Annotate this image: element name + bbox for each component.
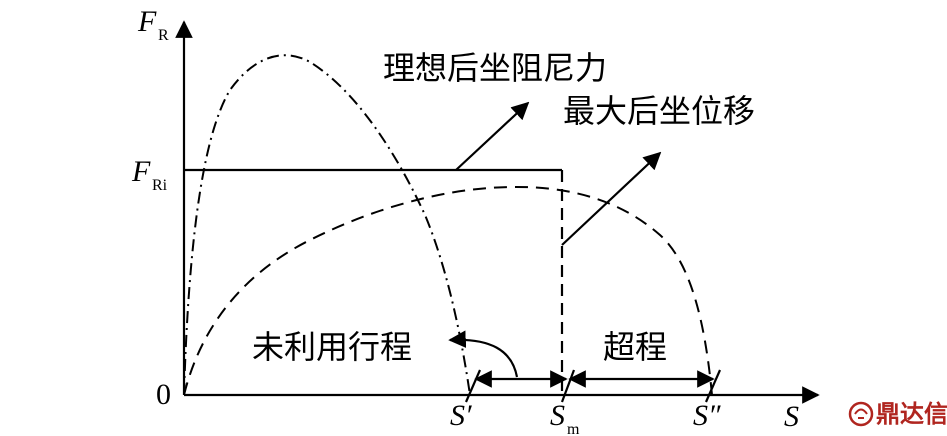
ideal-resistance-pointer <box>455 101 530 171</box>
x-axis-label: S <box>784 400 799 433</box>
unused-travel-curved-arrow <box>448 330 519 378</box>
s-m-label: S <box>550 399 565 432</box>
y-axis-label: F <box>137 5 157 38</box>
y-tick-label-subscript: Ri <box>152 177 168 194</box>
max-displacement-label: 最大后坐位移 <box>563 92 755 130</box>
y-tick-label: F <box>131 155 151 188</box>
tick-s-double-prime <box>704 369 722 403</box>
s-prime-label: S′ <box>450 399 472 432</box>
unused-travel-label: 未利用行程 <box>252 328 412 366</box>
s-m-subscript: m <box>567 421 580 436</box>
watermark-logo-icon <box>848 401 874 427</box>
ideal-resistance-label: 理想后坐阻尼力 <box>383 49 607 87</box>
s-double-prime-label: S″ <box>693 399 721 432</box>
dashed-curve <box>183 185 713 396</box>
origin-label: 0 <box>156 378 171 411</box>
watermark-logo-mark <box>854 408 868 419</box>
overtravel-label: 超程 <box>603 328 667 366</box>
watermark-text: 鼎达信 <box>876 400 947 428</box>
tick-s-m <box>560 369 576 403</box>
y-axis-label-subscript: R <box>158 27 169 44</box>
max-displacement-pointer <box>561 151 662 246</box>
watermark: 鼎达信 <box>848 400 947 428</box>
dash-dot-curve <box>183 54 471 396</box>
